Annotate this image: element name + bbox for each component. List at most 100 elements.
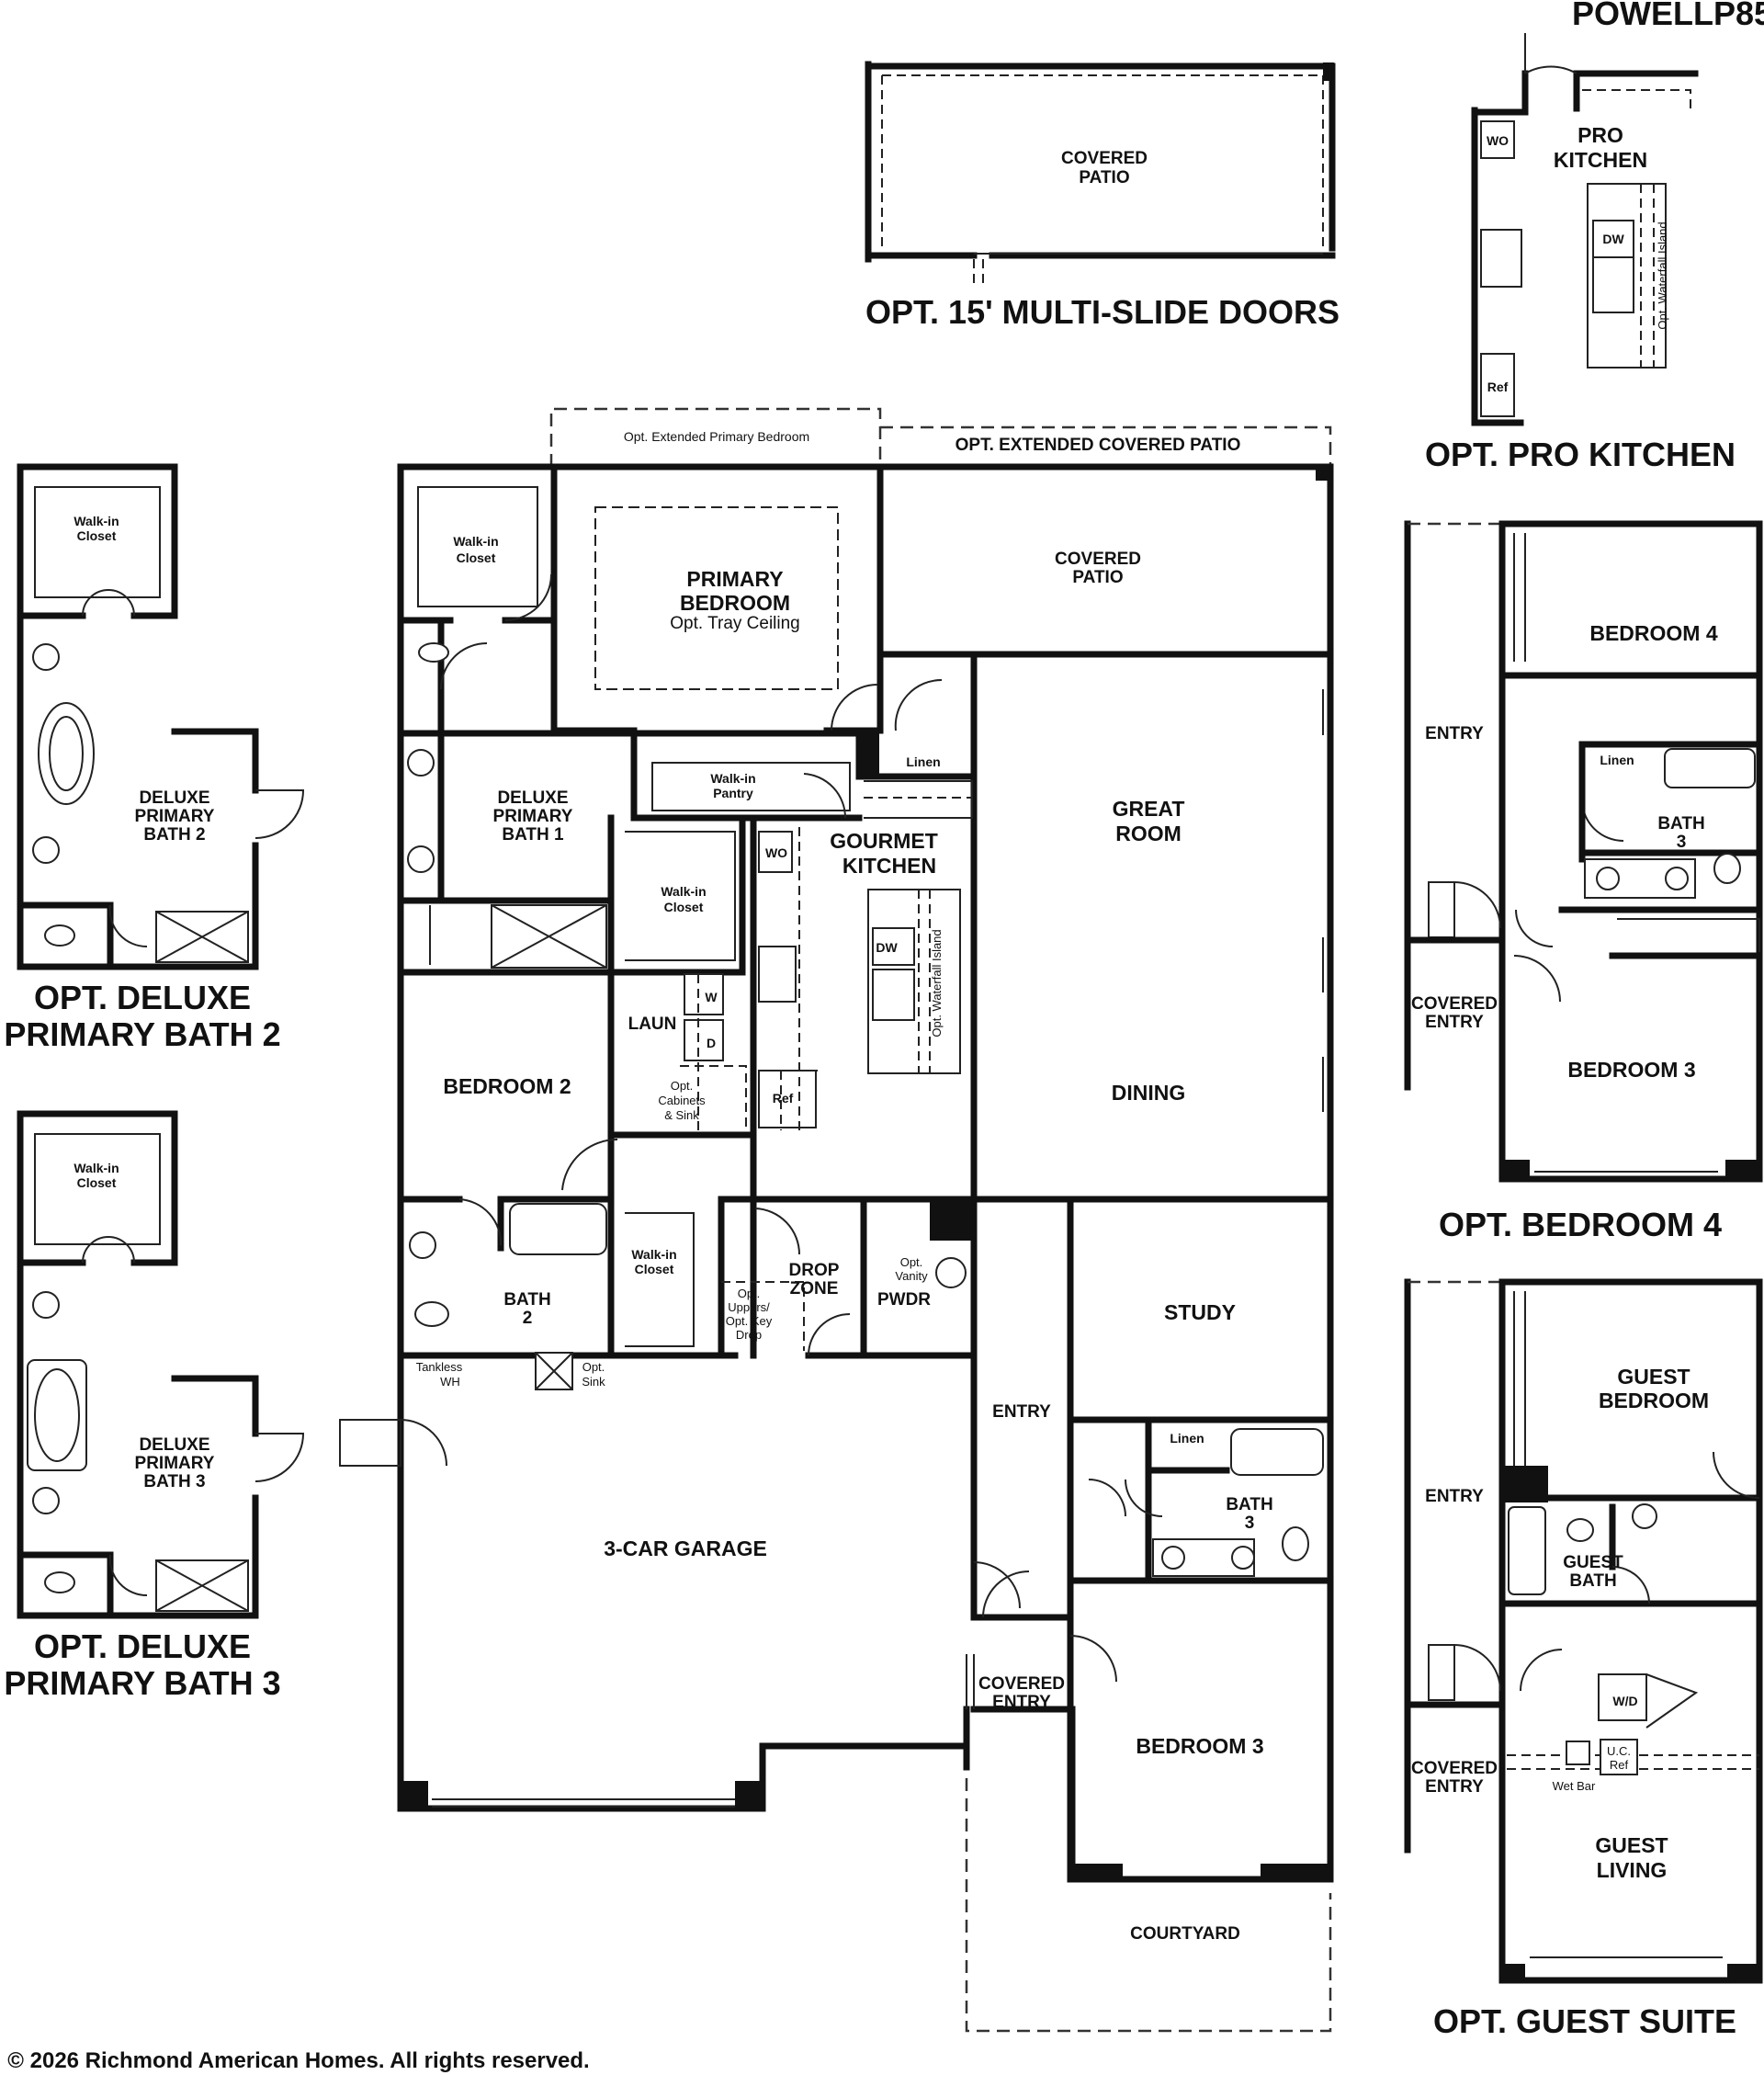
bath3-title-1: OPT. DELUXE: [34, 1627, 251, 1665]
bedroom-2-label: BEDROOM 2: [443, 1074, 571, 1098]
opt-uppers-1: Opt.: [738, 1287, 761, 1300]
opt-uppers-2: Uppers/: [728, 1300, 770, 1314]
bath2-label-2: PRIMARY: [135, 807, 215, 826]
primary-closet-2: Closet: [457, 550, 496, 565]
guest-bath-1: GUEST: [1563, 1553, 1623, 1572]
drop-zone-2: ZONE: [790, 1279, 839, 1298]
deluxe-bath1-2: PRIMARY: [493, 807, 573, 826]
bath3-title-2: PRIMARY BATH 3: [4, 1664, 280, 1702]
linen-label-2: Linen: [1170, 1431, 1204, 1446]
bath2-closet-1: Walk-in: [74, 514, 119, 528]
washer: W: [705, 990, 718, 1004]
opt-extended-primary: Opt. Extended Primary Bedroom: [624, 429, 809, 444]
primary-closet-1: Walk-in: [453, 534, 498, 549]
primary-bedroom-2: BEDROOM: [680, 591, 790, 615]
laun-label: LAUN: [628, 1015, 677, 1034]
pro-kitchen-title: OPT. PRO KITCHEN: [1425, 436, 1736, 473]
bath-2-2: 2: [523, 1309, 533, 1328]
covered-patio-2: PATIO: [1072, 568, 1123, 587]
deluxe-bath1-3: BATH 1: [502, 825, 564, 845]
bath3-closet-2: Closet: [77, 1175, 117, 1190]
pantry-1: Walk-in: [710, 771, 755, 786]
opt-vanity-2: Vanity: [895, 1269, 928, 1283]
bath2-closet-2: Closet: [77, 528, 117, 543]
kitchen-waterfall: Opt. Waterfall Island: [930, 929, 944, 1037]
opt-guest-suite: ENTRY GUEST BEDROOM GUEST BATH W/D U.C. …: [1404, 1278, 1763, 2040]
guest-bedroom-1: GUEST: [1617, 1365, 1690, 1389]
opt-cabinets-1: Opt.: [671, 1079, 694, 1093]
pro-kitchen-wo: WO: [1487, 133, 1509, 148]
bedroom4-covered-1: COVERED: [1411, 994, 1498, 1014]
opt-pro-kitchen: WO DW Ref Opt. Waterfall Island PRO KITC…: [1425, 33, 1736, 473]
opt-sink-1: Opt.: [582, 1360, 605, 1374]
dryer: D: [707, 1036, 716, 1050]
multi-slide-title: OPT. 15' MULTI-SLIDE DOORS: [865, 293, 1340, 331]
covered-entry-2: ENTRY: [992, 1693, 1051, 1712]
guest-living-1: GUEST: [1595, 1833, 1668, 1857]
bedroom4-title: OPT. BEDROOM 4: [1439, 1206, 1722, 1243]
deluxe-bath1-1: DELUXE: [497, 788, 568, 808]
drop-zone-1: DROP: [789, 1261, 840, 1280]
guest-bath-2: BATH: [1569, 1571, 1616, 1591]
guest-covered-1: COVERED: [1411, 1759, 1498, 1778]
bath2-label-3: BATH 2: [143, 825, 205, 845]
bath3-label-2: PRIMARY: [135, 1454, 215, 1473]
bedroom4-label: BEDROOM 4: [1589, 621, 1718, 645]
opt-cabinets-2: Cabinets: [658, 1094, 706, 1107]
guest-uc-ref-1: U.C.: [1607, 1744, 1631, 1758]
pro-kitchen-label-1: PRO: [1577, 123, 1623, 147]
bath2-label-1: DELUXE: [139, 788, 209, 808]
guest-living-2: LIVING: [1597, 1858, 1668, 1882]
bath2-title-1: OPT. DELUXE: [34, 979, 251, 1016]
great-room-1: GREAT: [1113, 797, 1185, 821]
garage-label: 3-CAR GARAGE: [604, 1536, 767, 1560]
guest-uc-ref-2: Ref: [1610, 1758, 1629, 1772]
bath-3-2: 3: [1245, 1514, 1255, 1533]
opt-deluxe-bath-2: Walk-in Closet DELUXE PRIMARY BATH 2 OPT…: [4, 463, 305, 1053]
guest-entry: ENTRY: [1425, 1487, 1484, 1506]
kitchen-wo: WO: [765, 845, 787, 860]
entry-label: ENTRY: [992, 1402, 1051, 1422]
closet2-2: Closet: [664, 900, 704, 914]
bedroom4-bath-1: BATH: [1657, 814, 1704, 833]
opt-uppers-4: Drop: [736, 1328, 762, 1342]
bath3-label-3: BATH 3: [143, 1472, 205, 1491]
courtyard-label: COURTYARD: [1130, 1924, 1240, 1944]
copyright: © 2026 Richmond American Homes. All righ…: [7, 2048, 589, 2073]
pantry-2: Pantry: [713, 786, 753, 800]
tankless-1: Tankless: [416, 1360, 463, 1374]
pro-kitchen-waterfall: Opt. Waterfall Island: [1656, 221, 1669, 329]
opt-cabinets-3: & Sink: [664, 1108, 699, 1122]
opt-vanity-1: Opt.: [900, 1255, 923, 1269]
opt-multi-slide-doors: COVERED PATIO OPT. 15' MULTI-SLIDE DOORS: [865, 61, 1340, 331]
primary-bedroom-1: PRIMARY: [686, 567, 783, 591]
bedroom4-covered-2: ENTRY: [1425, 1013, 1484, 1032]
study-label: STUDY: [1164, 1300, 1236, 1324]
kitchen-dw: DW: [876, 940, 898, 955]
guest-bedroom-2: BEDROOM: [1599, 1389, 1709, 1412]
opt-deluxe-bath-3: Walk-in Closet DELUXE PRIMARY BATH 3 OPT…: [4, 1110, 305, 1702]
linen-label: Linen: [906, 754, 940, 769]
gourmet-2: KITCHEN: [842, 854, 936, 878]
dining-label: DINING: [1112, 1081, 1186, 1105]
pro-kitchen-label-2: KITCHEN: [1554, 148, 1647, 172]
bedroom4-bed3: BEDROOM 3: [1567, 1058, 1695, 1082]
covered-patio-1: COVERED: [1055, 550, 1141, 569]
tankless-2: WH: [440, 1375, 460, 1389]
bath2-title-2: PRIMARY BATH 2: [4, 1015, 280, 1053]
bath3-label-1: DELUXE: [139, 1435, 209, 1455]
guest-wd: W/D: [1612, 1694, 1637, 1708]
bedroom4-bath-2: 3: [1677, 833, 1687, 852]
pwdr-label: PWDR: [877, 1290, 931, 1310]
great-room-2: ROOM: [1115, 822, 1182, 845]
opt-sink-2: Sink: [582, 1375, 605, 1389]
closet3-2: Closet: [635, 1262, 674, 1276]
bedroom4-linen: Linen: [1600, 753, 1634, 767]
opt-bedroom-4: ENTRY BEDROOM 4 Linen BATH 3 COVERED ENT…: [1404, 520, 1763, 1243]
bedroom-3-label: BEDROOM 3: [1136, 1734, 1263, 1758]
opt-extended-patio: OPT. EXTENDED COVERED PATIO: [956, 436, 1241, 455]
multi-slide-covered-1: COVERED: [1061, 149, 1148, 168]
bath-3-1: BATH: [1226, 1495, 1272, 1514]
kitchen-ref: Ref: [773, 1091, 794, 1106]
